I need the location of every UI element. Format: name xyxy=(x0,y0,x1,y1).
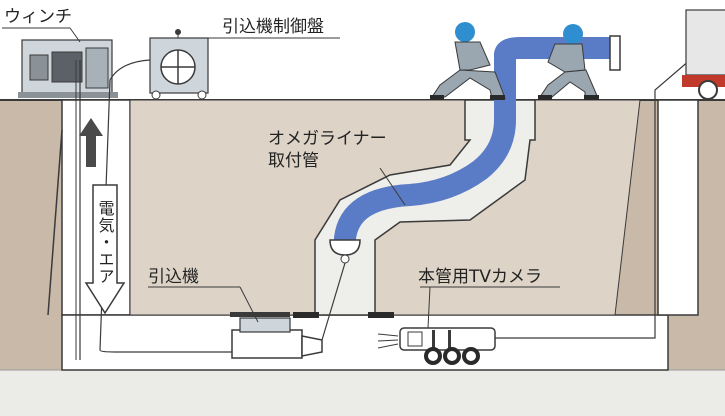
liner-top-section xyxy=(494,37,612,61)
liner-flange xyxy=(609,35,621,71)
winch-leader-down xyxy=(69,27,81,43)
camera-cable xyxy=(530,59,691,339)
liner-head xyxy=(329,239,361,256)
camera-leader-down xyxy=(427,286,431,329)
worker-left xyxy=(430,22,506,100)
arrow-down-icon xyxy=(84,184,126,315)
right-manhole-shaft xyxy=(657,99,699,316)
arrow-up-icon xyxy=(79,118,103,167)
puller-machine xyxy=(230,312,323,359)
liner-head-ring xyxy=(340,254,350,264)
main-pipe xyxy=(61,314,669,371)
puller-leader-down xyxy=(239,286,259,323)
puller-label: 引込機 xyxy=(148,267,199,287)
tv-camera-label: 本管用TVカメラ xyxy=(418,267,542,287)
control-panel xyxy=(149,29,209,100)
omega-liner xyxy=(334,44,516,249)
control-cable xyxy=(99,59,232,353)
clamp-right xyxy=(368,312,394,318)
liner-label-line2: 取付管 xyxy=(268,151,319,171)
winch xyxy=(18,39,118,98)
tow-cable xyxy=(321,262,346,341)
tv-camera xyxy=(377,327,530,365)
worker-right xyxy=(538,24,599,100)
shaft-wall-left xyxy=(47,129,63,316)
clamp-left xyxy=(293,312,319,318)
liner-label-line1: オメガライナー xyxy=(268,129,387,149)
control-panel-label: 引込機制御盤 xyxy=(222,17,324,37)
winch-label: ウィンチ xyxy=(4,7,72,27)
truck xyxy=(682,9,725,100)
liner-leader xyxy=(379,167,406,206)
power-air-label: 電気・エア xyxy=(96,200,115,285)
bottom-band xyxy=(0,370,725,416)
